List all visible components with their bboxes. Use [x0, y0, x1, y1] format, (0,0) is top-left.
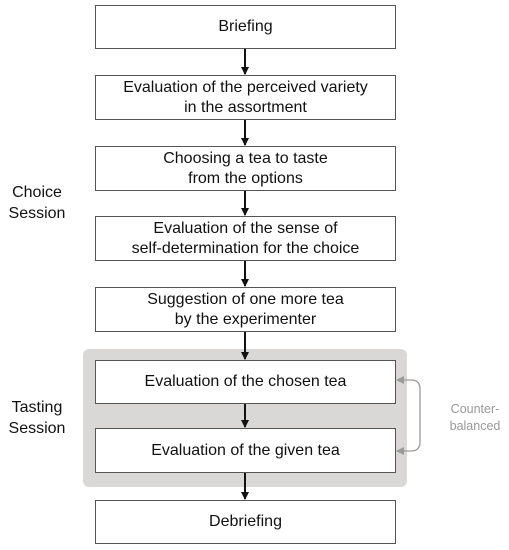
step-given-tea-evaluation: Evaluation of the given tea: [95, 428, 396, 473]
tasting-session-label: Tasting Session: [8, 399, 66, 437]
step-self-determination-evaluation: Evaluation of the sense of self-determin…: [95, 216, 396, 261]
step-variety-evaluation: Evaluation of the perceived variety in t…: [95, 75, 396, 120]
choice-session-label: Choice Session: [8, 184, 66, 222]
counterbalanced-arrow: [397, 379, 421, 452]
step-suggestion: Suggestion of one more tea by the experi…: [95, 287, 396, 332]
step-briefing: Briefing: [95, 5, 396, 49]
step-choosing-tea: Choosing a tea to taste from the options: [95, 146, 396, 191]
step-debriefing: Debriefing: [95, 500, 396, 544]
counterbalanced-label: Counter- balanced: [449, 402, 501, 433]
step-chosen-tea-evaluation: Evaluation of the chosen tea: [95, 360, 396, 404]
